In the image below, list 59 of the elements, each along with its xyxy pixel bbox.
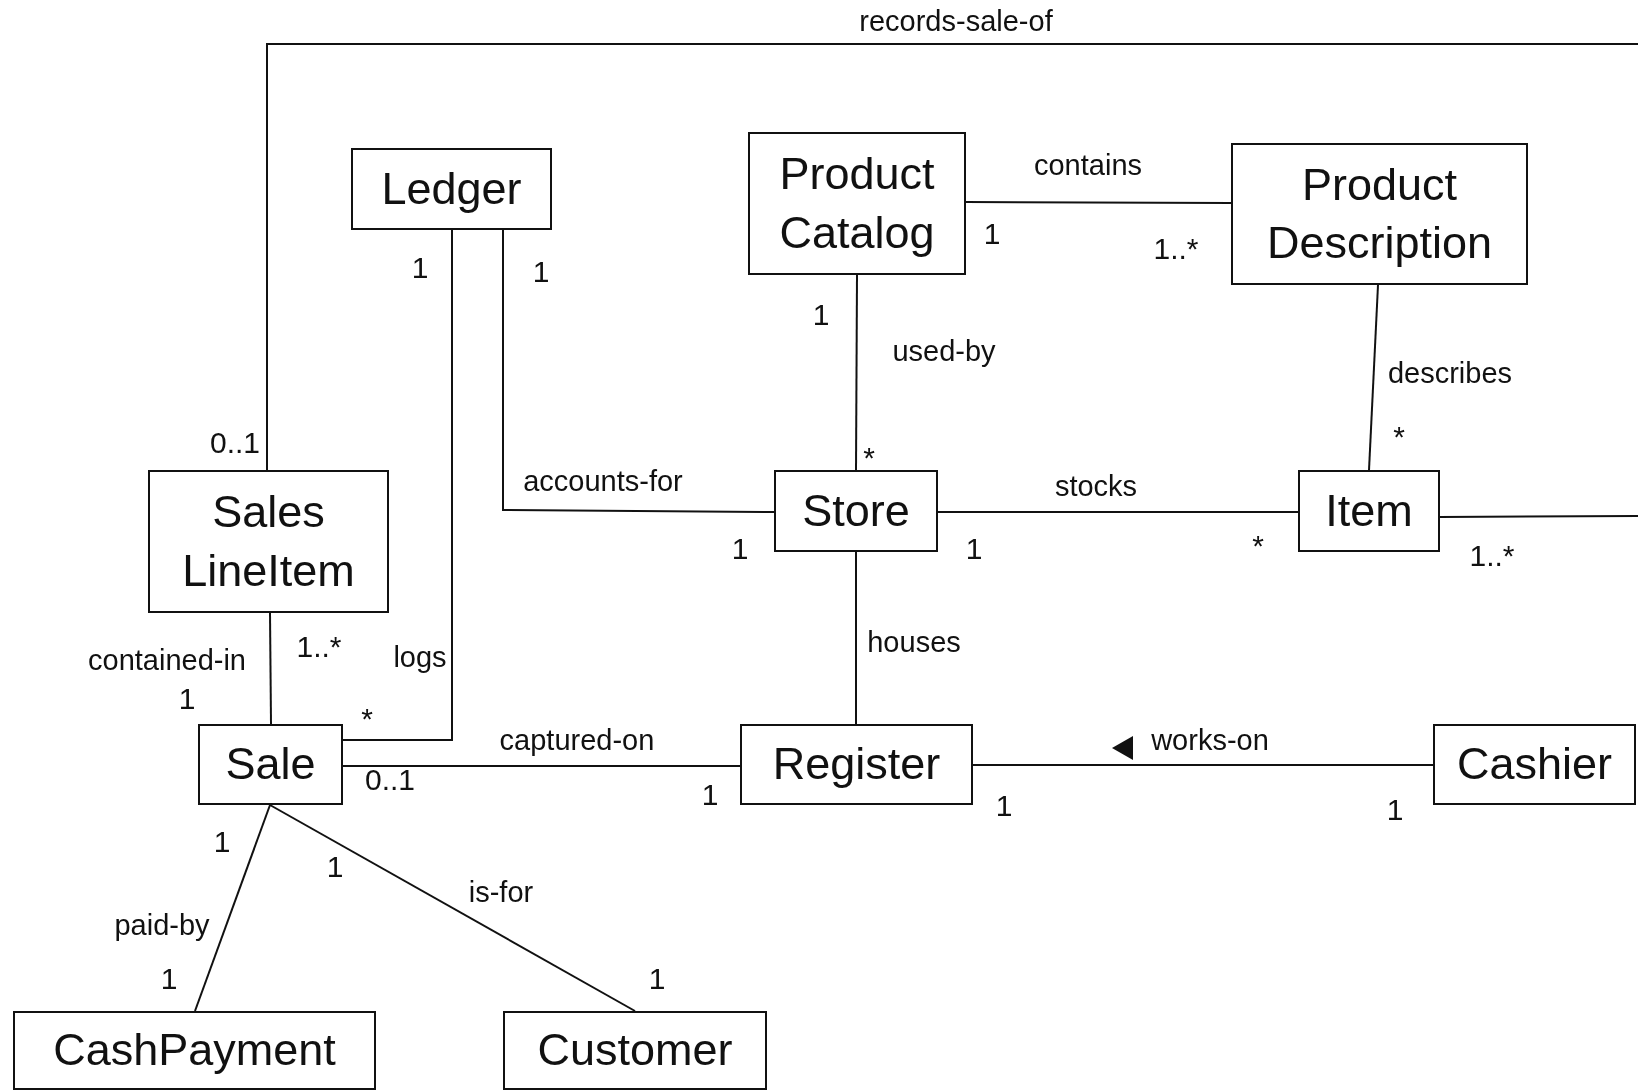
- multiplicity-label: 1: [532, 254, 550, 288]
- class-name: CashPayment: [53, 1023, 336, 1078]
- multiplicity-label: 1..*: [1153, 231, 1199, 265]
- class-name: Item: [1325, 483, 1413, 538]
- class-name: Sales LineItem: [181, 485, 356, 598]
- multiplicity-label: 1: [995, 788, 1013, 822]
- class-box: [1298, 470, 1440, 552]
- association-line: [855, 551, 857, 725]
- multiplicity-label: *: [863, 440, 875, 474]
- class-name: Sale: [225, 737, 316, 792]
- multiplicity-label: 1: [731, 531, 749, 565]
- multiplicity-label: 1: [160, 961, 178, 995]
- association-line: [342, 765, 741, 767]
- class-box: [1433, 724, 1636, 805]
- multiplicity-label: 1: [812, 297, 830, 331]
- class-box: [740, 724, 973, 805]
- multiplicity-label: 1: [965, 531, 983, 565]
- class-box: [198, 724, 343, 805]
- class-name: Register: [772, 737, 941, 792]
- association-line: [194, 804, 271, 1012]
- association-line: [266, 43, 1638, 471]
- association-line: [269, 612, 272, 725]
- multiplicity-label: 1: [701, 777, 719, 811]
- class-name: Ledger: [381, 161, 522, 216]
- association-line: [937, 511, 1299, 513]
- class-name: Product Catalog: [778, 147, 936, 260]
- class-name: Customer: [537, 1023, 733, 1078]
- multiplicity-label: *: [1393, 419, 1405, 453]
- multiplicity-label: 1: [213, 824, 231, 858]
- class-box: [774, 470, 938, 552]
- class-box: [748, 132, 966, 275]
- class-box: [351, 148, 552, 230]
- association-line: [269, 804, 636, 1012]
- multiplicity-label: *: [361, 701, 373, 735]
- multiplicity-label: 0..1: [365, 762, 415, 796]
- association-line: [965, 201, 1232, 204]
- class-name: Product Description: [1265, 157, 1494, 270]
- multiplicity-label: 1: [648, 961, 666, 995]
- class-name: Cashier: [1456, 737, 1613, 792]
- class-name: Store: [802, 483, 910, 538]
- multiplicity-label: 1..*: [1469, 538, 1515, 572]
- association-line: [342, 229, 453, 741]
- multiplicity-label: 1: [983, 216, 1001, 250]
- multiplicity-label: 1..*: [296, 629, 342, 663]
- multiplicity-label: 1: [178, 681, 196, 715]
- multiplicity-label: 1: [326, 849, 344, 883]
- association-line: [855, 274, 858, 471]
- association-line: [972, 764, 1434, 766]
- association-line: [1439, 515, 1638, 518]
- multiplicity-label: 1: [1386, 792, 1404, 826]
- multiplicity-label: 0..1: [210, 425, 260, 459]
- class-box: [1231, 143, 1528, 285]
- association-line: [502, 229, 775, 513]
- multiplicity-label: *: [1252, 528, 1264, 562]
- class-box: [148, 470, 389, 613]
- association-line: [1368, 284, 1379, 471]
- class-box: [13, 1011, 376, 1090]
- class-box: [503, 1011, 767, 1090]
- multiplicity-label: 1: [411, 250, 429, 284]
